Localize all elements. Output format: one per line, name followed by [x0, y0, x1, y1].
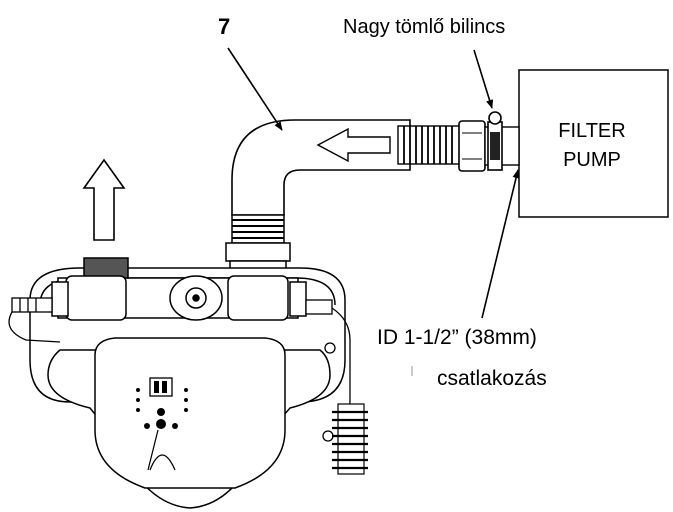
pressure-switch: [169, 275, 223, 321]
coupling-nut: [458, 120, 486, 172]
corrugated-hose: [397, 125, 461, 165]
filter-pump-label-line1: FILTER: [558, 120, 626, 142]
inlet-cap: [83, 257, 129, 279]
filter-pump-label: FILTER PUMP: [555, 117, 629, 175]
connection-size-label: ID 1-1/2” (38mm): [377, 326, 537, 349]
hose-clamp-icon: [487, 111, 503, 171]
left-bracket: [8, 297, 61, 343]
up-arrow-icon: [82, 158, 126, 241]
clamp-leader-arrow: [473, 49, 494, 109]
control-panel-icon: [136, 377, 188, 471]
hose-clamp-label: Nagy tömlő bilincs: [343, 16, 506, 38]
filter-pump-box: [518, 69, 669, 218]
connection-type-label: csatlakozás: [437, 367, 547, 390]
connection-leader-arrow: [481, 169, 520, 319]
filter-pump-label-line2: PUMP: [563, 149, 621, 171]
terminal-block: [332, 403, 368, 475]
hose-elbow: [231, 119, 411, 216]
flow-arrow-icon: [316, 127, 391, 163]
leader-arrow-icon: [227, 47, 283, 131]
callout-number: 7: [218, 14, 231, 39]
